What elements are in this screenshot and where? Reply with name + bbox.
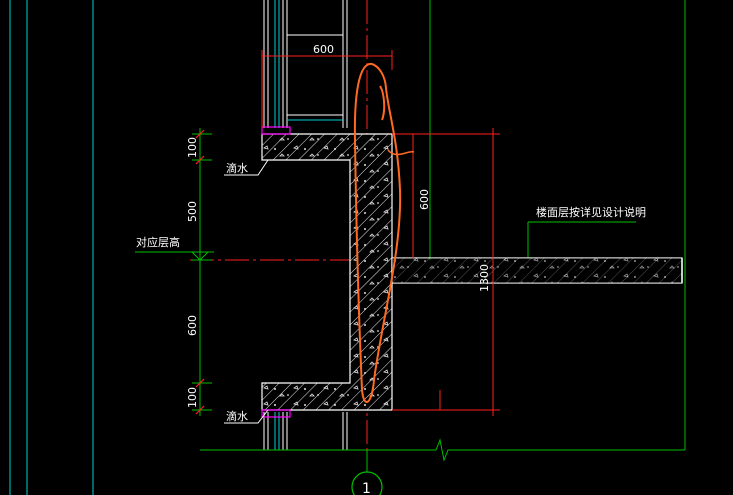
markup-stroke (353, 62, 402, 403)
dimension-right-total-label: 1300 (478, 264, 491, 292)
floor-note-label: 楼面层按详见设计说明 (536, 205, 646, 219)
dimension-left (192, 128, 212, 416)
drip-markers (261, 126, 291, 418)
dimension-right-upper-label: 600 (418, 189, 431, 210)
window-frame-upper (263, 0, 348, 128)
grid-axis-label: 1 (362, 481, 371, 495)
dimension-left-100-top: 100 (186, 137, 199, 158)
dimension-top (261, 50, 393, 128)
grid-axis-bubble (351, 450, 383, 495)
window-frame-lower-cyan (274, 412, 280, 450)
floor-slab (391, 257, 683, 284)
drip-label-bottom: 滴水 (226, 409, 248, 423)
left-guide-lines (9, 0, 94, 495)
green-reference-lines (200, 0, 686, 462)
drip-label-top: 滴水 (226, 161, 248, 175)
dimension-left-100-bottom: 100 (186, 387, 199, 408)
level-marker (135, 251, 214, 261)
dimension-left-ticks (195, 129, 205, 415)
drip-leaders (224, 159, 269, 424)
window-frame-lower (263, 412, 348, 450)
dimension-left-500: 500 (186, 201, 199, 222)
floor-level-label: 对应层高 (136, 235, 180, 249)
dimension-right (392, 128, 500, 416)
dimension-top-label: 600 (313, 43, 334, 56)
dimension-left-600: 600 (186, 315, 199, 336)
window-frame-upper-cyan (274, 0, 343, 128)
